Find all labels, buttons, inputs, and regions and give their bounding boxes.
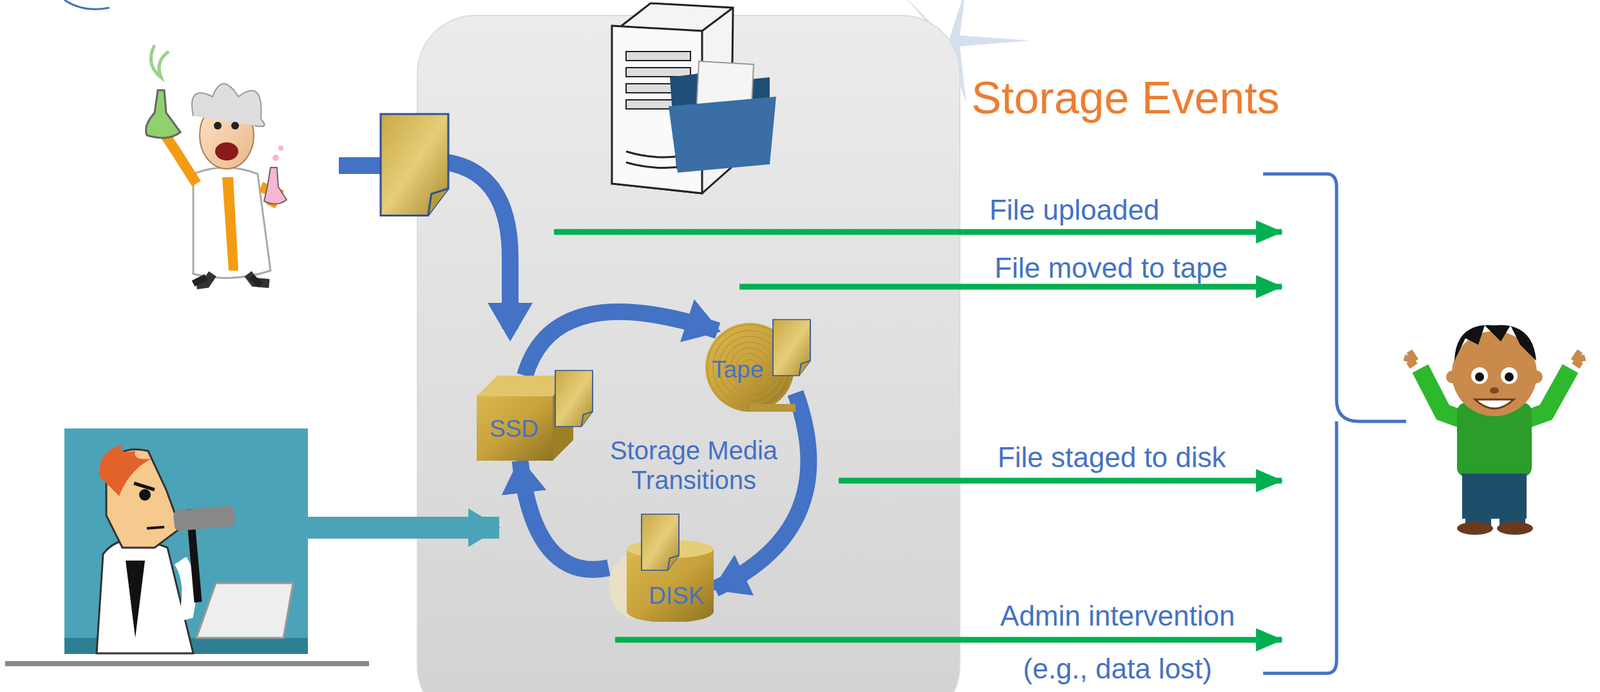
transition-arrow	[524, 311, 718, 376]
storage-media-node: SSD	[476, 375, 574, 461]
event-label: File uploaded	[989, 193, 1160, 227]
diagram-title: Storage Events	[971, 72, 1280, 124]
event-label: File staged to disk	[997, 441, 1227, 475]
event-label: Admin intervention	[1000, 599, 1235, 633]
media-label: SSD	[489, 415, 539, 443]
center-label: Storage Media Transitions	[597, 435, 791, 495]
event-label: File moved to tape	[994, 251, 1228, 285]
transition-arrow	[520, 460, 610, 570]
media-label: DISK	[648, 582, 705, 610]
storage-media-node: Tape	[704, 321, 796, 413]
media-label: Tape	[711, 356, 764, 384]
storage-media-node: DISK	[608, 534, 715, 622]
event-label: (e.g., data lost)	[1022, 652, 1212, 686]
